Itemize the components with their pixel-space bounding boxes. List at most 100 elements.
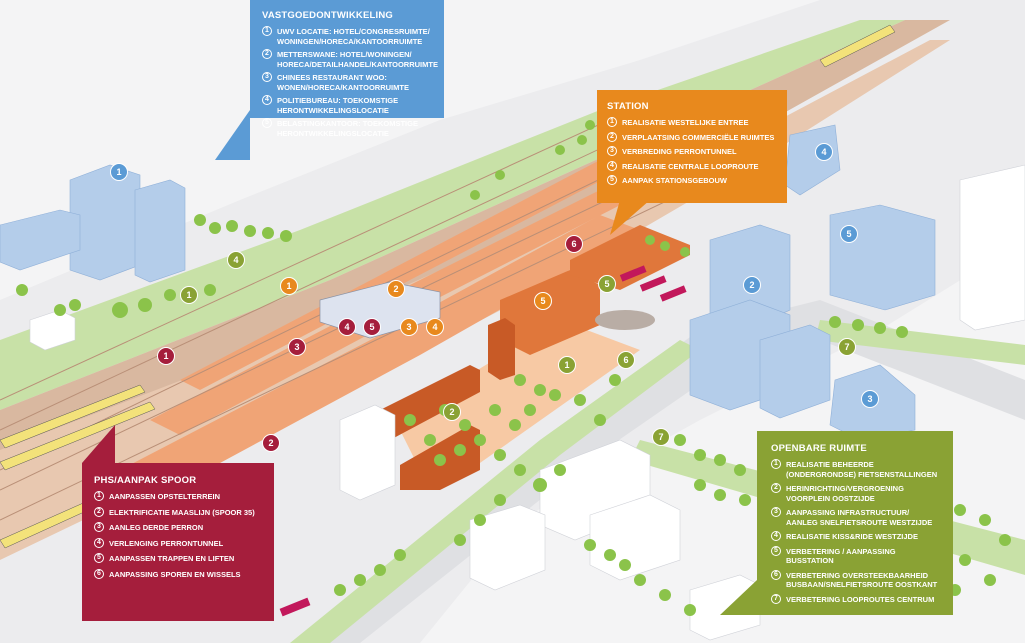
- spoor-pointer: [82, 425, 115, 463]
- map-marker-spoor-4[interactable]: 4: [338, 318, 356, 336]
- item-text: POLITIEBUREAU: TOEKOMSTIGE HERONTWIKKELI…: [277, 96, 399, 115]
- map-marker-vastgoed-5[interactable]: 5: [840, 225, 858, 243]
- openbare-panel: OPENBARE RUIMTE 1 REALISATIE BEHEERDE (ON…: [757, 431, 953, 615]
- item-number: 1: [607, 117, 617, 127]
- green-route-east-2: [815, 320, 1025, 365]
- station-title: STATION: [607, 101, 649, 112]
- vastgoed-panel: VASTGOEDONTWIKKELING 1 UWV LOCATIE: HOTEL…: [250, 0, 444, 138]
- spoor-item: 2 ELEKTRIFICATIE MAASLIJN (SPOOR 35): [94, 506, 262, 518]
- map-marker-openbare-1b[interactable]: 1: [558, 356, 576, 374]
- spoor-item: 4 VERLENGING PERRONTUNNEL: [94, 537, 262, 549]
- bus-station: [279, 265, 687, 617]
- station-item: 1 REALISATIE WESTELIJKE ENTREE: [607, 117, 777, 128]
- item-number: 2: [607, 131, 617, 142]
- item-number: 3: [262, 72, 272, 82]
- station-pointer: [610, 200, 650, 235]
- map-marker-vastgoed-1[interactable]: 1: [110, 163, 128, 181]
- openbare-item: 2 HERINRICHTING/VERGROENING VOORPLEIN OOS…: [771, 483, 939, 503]
- item-text: VERBREDING PERRONTUNNEL: [622, 147, 737, 156]
- item-text: REALISATIE WESTELIJKE ENTREE: [622, 118, 749, 127]
- map-marker-station-4[interactable]: 4: [426, 318, 444, 336]
- station-item: 3 VERBREDING PERRONTUNNEL: [607, 146, 777, 157]
- item-text: REALISATIE BEHEERDE (ONDERGRONDSE) FIETS…: [786, 460, 938, 479]
- openbare-item: 1 REALISATIE BEHEERDE (ONDERGRONDSE) FIET…: [771, 459, 939, 479]
- map-marker-spoor-2[interactable]: 2: [262, 434, 280, 452]
- item-number: 2: [262, 49, 272, 59]
- map-marker-openbare-2[interactable]: 2: [443, 403, 461, 421]
- item-text: CHINEES RESTAURANT WOO: WONEN/HORECA/KAN…: [277, 73, 409, 92]
- openbare-pointer: [720, 580, 757, 615]
- station-forecourt: [395, 320, 640, 470]
- item-text: REALISATIE KISS&RIDE WESTZIJDE: [786, 532, 918, 541]
- item-number: 3: [771, 507, 781, 517]
- item-text: VERBETERING / AANPASSING BUSSTATION: [786, 546, 896, 566]
- vastgoed-item: 3 CHINEES RESTAURANT WOO: WONEN/HORECA/KA…: [262, 72, 432, 92]
- map-marker-openbare-1[interactable]: 1: [180, 286, 198, 304]
- station-item: 5 AANPAK STATIONSGEBOUW: [607, 175, 777, 186]
- map-marker-station-2[interactable]: 2: [387, 280, 405, 298]
- item-text: BELASTINGKANTOOR: TOEKOMSTIGE HERONTWIKK…: [277, 119, 418, 138]
- item-text: HERINRICHTING/VERGROENING VOORPLEIN OOST…: [786, 484, 904, 503]
- vastgoed-title: VASTGOEDONTWIKKELING: [262, 10, 394, 21]
- map-marker-spoor-5[interactable]: 5: [363, 318, 381, 336]
- item-text: VERPLAATSING COMMERCIËLE RUIMTES: [622, 132, 775, 142]
- item-number: 3: [94, 522, 104, 532]
- item-number: 1: [771, 459, 781, 469]
- item-text: UWV LOCATIE: HOTEL/CONGRESRUIMTE/ WONING…: [277, 27, 430, 46]
- map-marker-spoor-3[interactable]: 3: [288, 338, 306, 356]
- station-buildings: [380, 225, 690, 490]
- item-text: AANLEG DERDE PERRON: [109, 523, 204, 532]
- item-number: 3: [607, 146, 617, 156]
- item-number: 4: [607, 160, 617, 171]
- item-text: ELEKTRIFICATIE MAASLIJN (SPOOR 35): [109, 507, 255, 517]
- item-number: 4: [262, 95, 272, 105]
- item-number: 2: [771, 483, 781, 493]
- spoor-title: PHS/AANPAK SPOOR: [94, 475, 197, 486]
- item-number: 1: [94, 491, 104, 501]
- item-text: VERBETERING OVERSTEEKBAARHEID BUSBAAN/SN…: [786, 570, 938, 590]
- item-text: AANPAK STATIONSGEBOUW: [622, 176, 727, 185]
- vastgoed-item: 1 UWV LOCATIE: HOTEL/CONGRESRUIMTE/ WONIN…: [262, 26, 432, 46]
- item-text: REALISATIE CENTRALE LOOPROUTE: [622, 161, 759, 171]
- item-number: 1: [262, 26, 272, 36]
- map-marker-vastgoed-2[interactable]: 2: [743, 276, 761, 294]
- map-marker-spoor-1[interactable]: 1: [157, 347, 175, 365]
- white-buildings: [29, 164, 1025, 641]
- map-marker-spoor-6[interactable]: 6: [565, 235, 583, 253]
- map-marker-station-3[interactable]: 3: [400, 318, 418, 336]
- map-marker-station-5[interactable]: 5: [534, 292, 552, 310]
- item-number: 4: [94, 537, 104, 548]
- item-number: 6: [94, 568, 104, 579]
- map-marker-openbare-7b[interactable]: 7: [652, 428, 670, 446]
- item-text: METTERSWANE: HOTEL/WONINGEN/ HORECA/DETA…: [277, 50, 438, 69]
- map-marker-openbare-7[interactable]: 7: [838, 338, 856, 356]
- item-number: 7: [771, 593, 781, 604]
- map-marker-vastgoed-4[interactable]: 4: [815, 143, 833, 161]
- map-marker-openbare-5[interactable]: 5: [598, 275, 616, 293]
- item-text: AANPASSING INFRASTRUCTUUR/ AANLEG SNELFI…: [786, 508, 933, 527]
- map-marker-openbare-6[interactable]: 6: [617, 351, 635, 369]
- spoor-item: 6 AANPASSING SPOREN EN WISSELS: [94, 568, 262, 580]
- openbare-item: 5 VERBETERING / AANPASSING BUSSTATION: [771, 545, 939, 566]
- map-marker-openbare-4[interactable]: 4: [227, 251, 245, 269]
- map-marker-station-1[interactable]: 1: [280, 277, 298, 295]
- map-marker-vastgoed-3[interactable]: 3: [861, 390, 879, 408]
- vastgoed-item: 4 POLITIEBUREAU: TOEKOMSTIGE HERONTWIKKEL…: [262, 95, 432, 115]
- item-text: AANPASSING SPOREN EN WISSELS: [109, 569, 241, 579]
- openbare-item: 4 REALISATIE KISS&RIDE WESTZIJDE: [771, 531, 939, 542]
- item-number: 5: [607, 175, 617, 185]
- item-number: 2: [94, 506, 104, 517]
- item-text: VERBETERING LOOPROUTES CENTRUM: [786, 594, 935, 604]
- vastgoed-pointer: [215, 110, 250, 160]
- openbare-item: 3 AANPASSING INFRASTRUCTUUR/ AANLEG SNELF…: [771, 507, 939, 527]
- item-number: 4: [771, 531, 781, 541]
- openbare-title: OPENBARE RUIMTE: [771, 443, 867, 454]
- item-number: 5: [771, 545, 781, 556]
- station-item: 4 REALISATIE CENTRALE LOOPROUTE: [607, 160, 777, 172]
- item-text: VERLENGING PERRONTUNNEL: [109, 538, 224, 548]
